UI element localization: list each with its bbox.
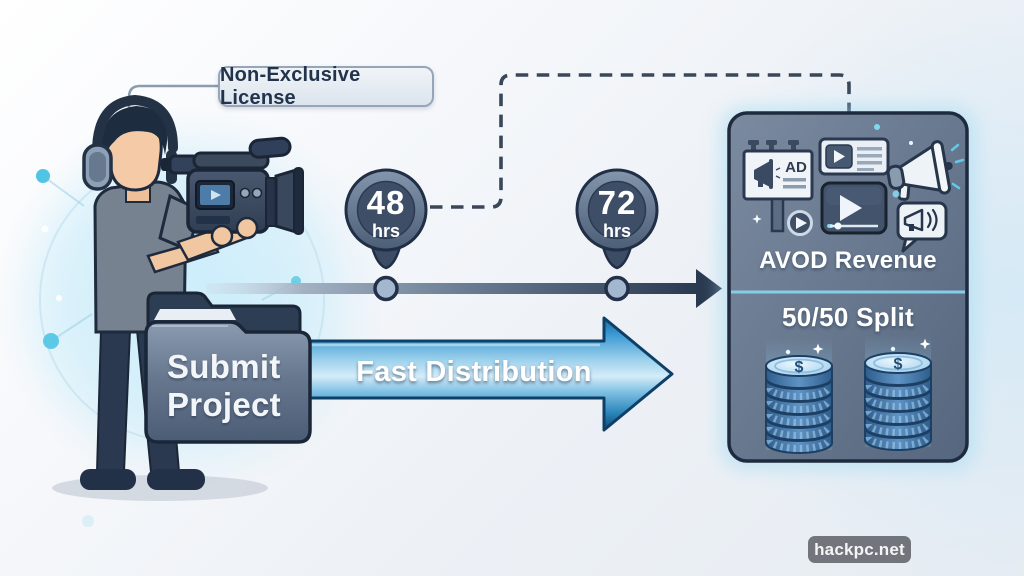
revenue-split-label: 50/50 Split <box>782 302 914 332</box>
revenue-panel-title: AVOD Revenue <box>759 247 937 274</box>
marker-value: 72 <box>597 184 637 221</box>
time-marker-48: 48 hrs <box>341 186 431 240</box>
timeline-bar <box>206 283 698 294</box>
video-card-icon <box>818 137 890 176</box>
license-label: Non-Exclusive License <box>218 63 434 109</box>
fast-distribution-label: Fast Distribution <box>356 356 592 388</box>
speech-megaphone-icon <box>896 201 948 253</box>
coin-dollar-text: $ <box>795 359 804 376</box>
timeline-node <box>373 275 399 302</box>
time-pin-72 <box>575 168 659 270</box>
folder-label-line2: Project <box>167 386 281 423</box>
headphones-icon <box>92 94 178 157</box>
coin-dollar-text: $ <box>894 356 903 373</box>
coin-stack-icon: $ <box>766 343 832 453</box>
timeline-arrowhead-icon <box>696 269 722 308</box>
time-pin-48 <box>344 168 428 270</box>
marker-value: 48 <box>366 184 406 221</box>
submit-folder <box>144 291 312 444</box>
video-player-icon <box>820 181 888 235</box>
license-label-text: Non-Exclusive License <box>220 63 361 109</box>
timeline-node <box>604 275 630 302</box>
video-camera-icon <box>161 136 304 235</box>
billboard-ad-text: AD <box>785 159 807 176</box>
billboard-ad-icon: AD <box>742 140 814 233</box>
videographer-illustration <box>52 94 304 501</box>
watermark-text: hackpc.net <box>814 539 905 559</box>
revenue-panel: AD <box>720 106 976 470</box>
time-marker-72: 72 hrs <box>572 186 662 240</box>
watermark-badge: hackpc.net <box>808 536 911 563</box>
megaphone-icon <box>886 140 953 201</box>
coin-stack-icon: $ <box>865 338 931 450</box>
submit-folder-label: Submit Project <box>167 348 317 424</box>
folder-label-line1: Submit <box>167 348 281 385</box>
marker-unit: hrs <box>371 221 400 241</box>
flow-dashed-connector <box>430 73 851 209</box>
play-circle-icon <box>787 210 813 236</box>
marker-unit: hrs <box>602 221 631 241</box>
